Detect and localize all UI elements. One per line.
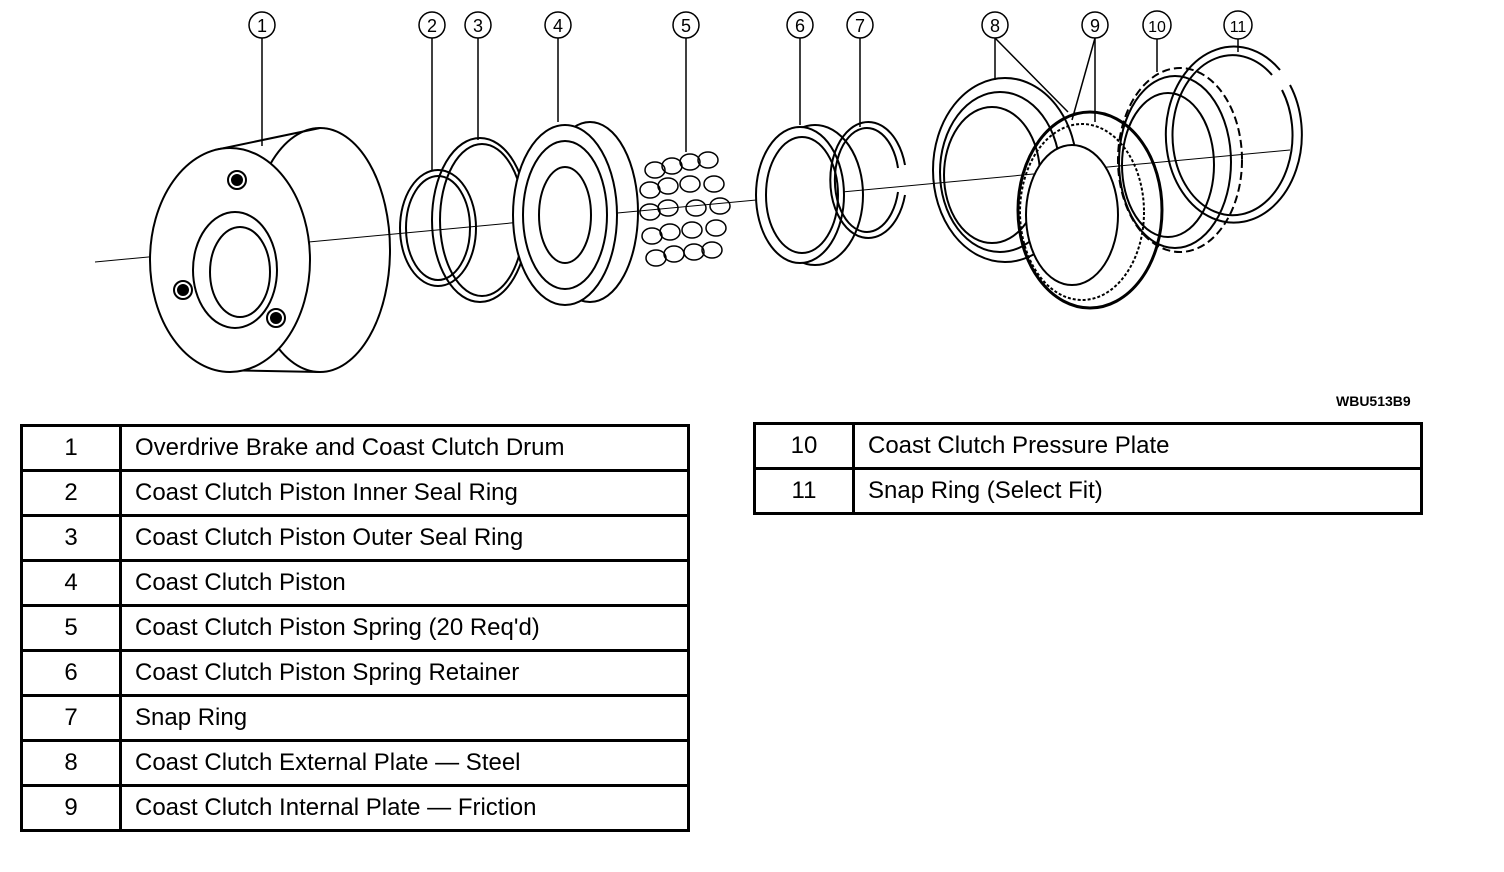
callout-6-label: 6	[795, 16, 805, 36]
part-number: 10	[753, 422, 855, 470]
part-description: Coast Clutch Piston Spring Retainer	[119, 649, 690, 697]
callout-8-label: 8	[990, 16, 1000, 36]
callout-5-label: 5	[681, 16, 691, 36]
part-number: 5	[20, 604, 122, 652]
callout-6: 6	[786, 11, 814, 125]
callout-10-label: 10	[1148, 19, 1166, 36]
part-9-friction-plate	[1016, 110, 1164, 310]
figure-code: WBU513B9	[1336, 393, 1411, 409]
part-6-spring-retainer	[755, 124, 864, 266]
part-description: Coast Clutch Piston	[119, 559, 690, 607]
part-4-piston	[512, 121, 639, 306]
part-1-drum	[149, 127, 391, 373]
callout-11: 11	[1223, 10, 1253, 52]
callout-7: 7	[846, 11, 874, 127]
part-7-snap-ring	[829, 121, 906, 239]
callout-7-label: 7	[855, 16, 865, 36]
part-number: 7	[20, 694, 122, 742]
part-description: Coast Clutch Piston Outer Seal Ring	[119, 514, 690, 562]
callout-10: 10	[1142, 10, 1172, 72]
part-description: Coast Clutch Internal Plate — Friction	[119, 784, 690, 832]
part-2-inner-seal-ring	[399, 169, 477, 287]
part-number: 9	[20, 784, 122, 832]
callout-4: 4	[544, 11, 572, 122]
part-number: 8	[20, 739, 122, 787]
part-description: Snap Ring (Select Fit)	[852, 467, 1423, 515]
part-number: 11	[753, 467, 855, 515]
callout-3: 3	[464, 11, 492, 140]
callout-2: 2	[418, 11, 446, 170]
part-description: Coast Clutch Piston Inner Seal Ring	[119, 469, 690, 517]
part-number: 1	[20, 424, 122, 472]
part-description: Coast Clutch Piston Spring (20 Req'd)	[119, 604, 690, 652]
callout-8: 8	[981, 11, 1069, 113]
part-description: Snap Ring	[119, 694, 690, 742]
callout-2-label: 2	[427, 16, 437, 36]
part-number: 6	[20, 649, 122, 697]
callout-4-label: 4	[553, 16, 563, 36]
part-description: Overdrive Brake and Coast Clutch Drum	[119, 424, 690, 472]
part-number: 4	[20, 559, 122, 607]
part-number: 3	[20, 514, 122, 562]
callout-1: 1	[248, 11, 276, 146]
callout-9-label: 9	[1090, 16, 1100, 36]
part-5-springs	[639, 151, 731, 267]
part-10-pressure-plate	[1117, 67, 1243, 253]
callout-9: 9	[1071, 11, 1109, 122]
callout-5: 5	[672, 11, 700, 152]
part-11-snap-ring-select-fit	[1164, 45, 1303, 224]
part-description: Coast Clutch External Plate — Steel	[119, 739, 690, 787]
callout-1-label: 1	[257, 16, 267, 36]
callout-3-label: 3	[473, 16, 483, 36]
callout-11-label: 11	[1230, 19, 1247, 36]
part-description: Coast Clutch Pressure Plate	[852, 422, 1423, 470]
exploded-view-diagram: 1 2 3 4 5 6 7 8 9	[94, 10, 1303, 373]
part-number: 2	[20, 469, 122, 517]
